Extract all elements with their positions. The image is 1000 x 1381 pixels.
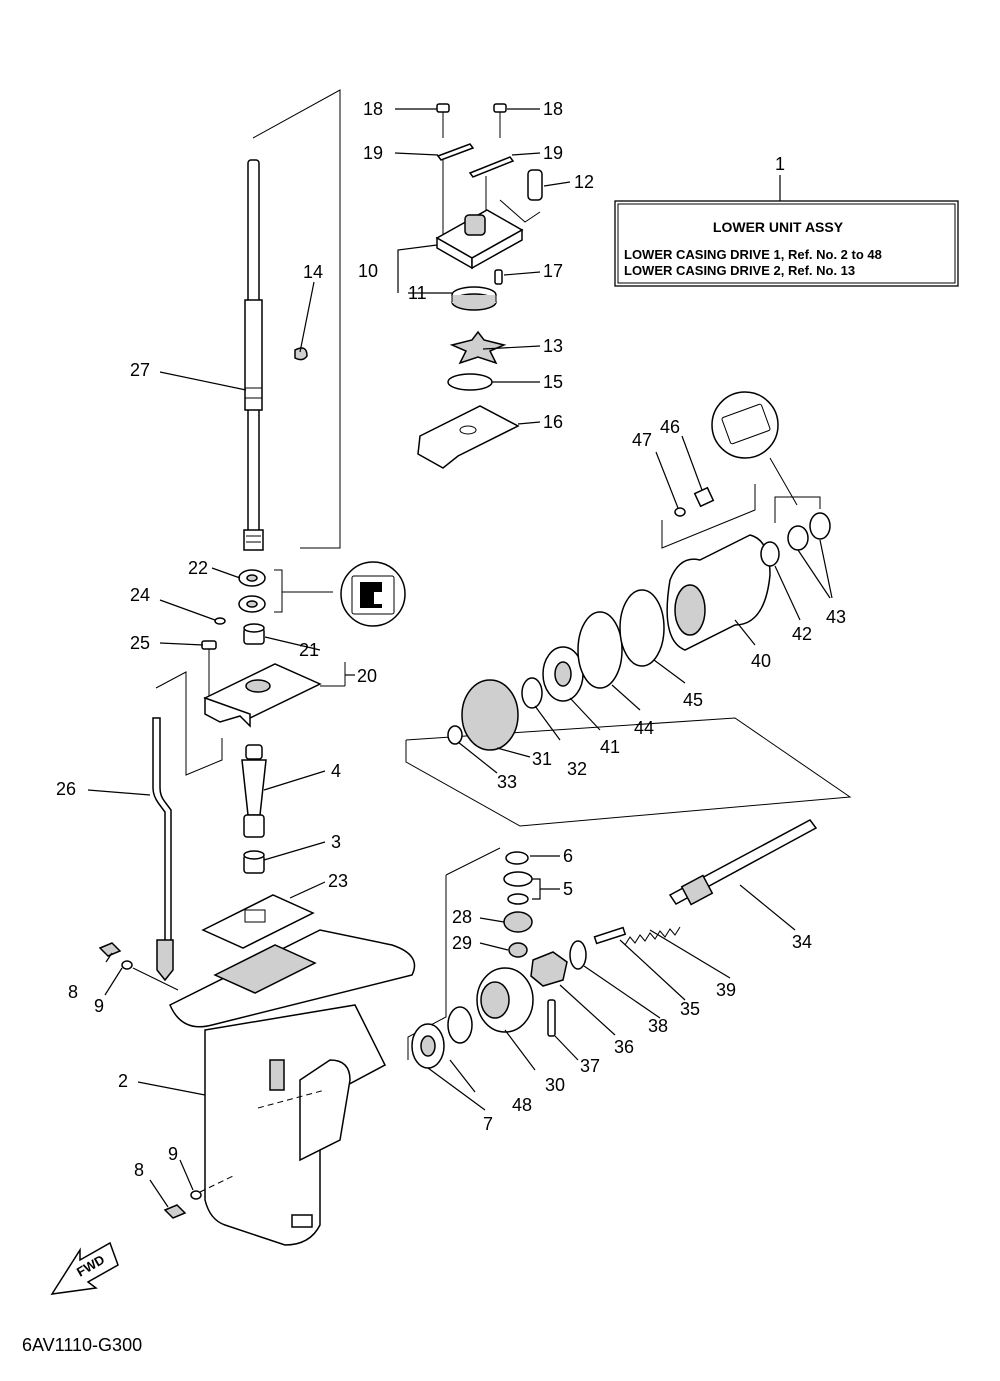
callout-28: 28 <box>452 907 472 927</box>
upper-bearing-group <box>201 561 406 728</box>
callout-4: 4 <box>331 761 341 781</box>
callout-38: 38 <box>648 1016 668 1036</box>
callout-43: 43 <box>826 607 846 627</box>
callout-9a: 9 <box>94 996 104 1016</box>
callout-15: 15 <box>543 372 563 392</box>
assembly-line-2: LOWER CASING DRIVE 2, Ref. No. 13 <box>624 263 855 278</box>
casing-bolts <box>98 942 236 1219</box>
callout-26: 26 <box>56 779 76 799</box>
callout-1: 1 <box>775 154 785 174</box>
callout-31: 31 <box>532 749 552 769</box>
assembly-title: LOWER UNIT ASSY <box>713 219 844 235</box>
propeller-shaft-group <box>411 819 818 1069</box>
callout-29: 29 <box>452 933 472 953</box>
callout-16: 16 <box>543 412 563 432</box>
assembly-line-1: LOWER CASING DRIVE 1, Ref. No. 2 to 48 <box>624 247 882 262</box>
callout-18b: 18 <box>543 99 563 119</box>
callout-3: 3 <box>331 832 341 852</box>
callout-19b: 19 <box>543 143 563 163</box>
callout-numbers: 1 2 3 4 5 6 7 8 9 8 9 10 11 12 13 14 15 … <box>56 99 846 1180</box>
water-tube-group <box>201 744 315 949</box>
frame-lines <box>155 89 852 1060</box>
callout-32: 32 <box>567 759 587 779</box>
callout-25: 25 <box>130 633 150 653</box>
callout-41: 41 <box>600 737 620 757</box>
callout-18a: 18 <box>363 99 383 119</box>
callout-35: 35 <box>680 999 700 1019</box>
callout-12: 12 <box>574 172 594 192</box>
callout-30: 30 <box>545 1075 565 1095</box>
callout-37: 37 <box>580 1056 600 1076</box>
callout-10: 10 <box>358 261 378 281</box>
callout-34: 34 <box>792 932 812 952</box>
callout-9b: 9 <box>168 1144 178 1164</box>
callout-19a: 19 <box>363 143 383 163</box>
lower-casing <box>169 929 416 1246</box>
callout-8a: 8 <box>68 982 78 1002</box>
callout-6: 6 <box>563 846 573 866</box>
pinion-group <box>503 851 533 958</box>
callout-46: 46 <box>660 417 680 437</box>
assembly-info-box: LOWER UNIT ASSY LOWER CASING DRIVE 1, Re… <box>614 175 959 287</box>
callout-20: 20 <box>357 666 377 686</box>
callout-44: 44 <box>634 718 654 738</box>
callout-33: 33 <box>497 772 517 792</box>
forward-gear-group <box>447 391 831 751</box>
callout-13: 13 <box>543 336 563 356</box>
water-pump-group <box>417 103 543 469</box>
drive-shaft <box>243 159 264 551</box>
callout-5: 5 <box>563 879 573 899</box>
callout-48: 48 <box>512 1095 532 1115</box>
callout-22: 22 <box>188 558 208 578</box>
callout-45: 45 <box>683 690 703 710</box>
callout-8b: 8 <box>134 1160 144 1180</box>
callout-11: 11 <box>408 283 427 303</box>
callout-36: 36 <box>614 1037 634 1057</box>
callout-23: 23 <box>328 871 348 891</box>
diagram-code: 6AV1110-G300 <box>22 1335 142 1355</box>
callout-39: 39 <box>716 980 736 1000</box>
leader-lines <box>87 108 833 1208</box>
callout-42: 42 <box>792 624 812 644</box>
callout-17: 17 <box>543 261 563 281</box>
shift-rod <box>152 717 174 982</box>
callout-27: 27 <box>130 360 150 380</box>
callout-24: 24 <box>130 585 150 605</box>
callout-40: 40 <box>751 651 771 671</box>
callout-2: 2 <box>118 1071 128 1091</box>
callout-47: 47 <box>632 430 652 450</box>
callout-14: 14 <box>303 262 323 282</box>
callout-21: 21 <box>299 640 319 660</box>
fwd-arrow-icon: FWD <box>50 1241 119 1295</box>
callout-7: 7 <box>483 1114 493 1134</box>
